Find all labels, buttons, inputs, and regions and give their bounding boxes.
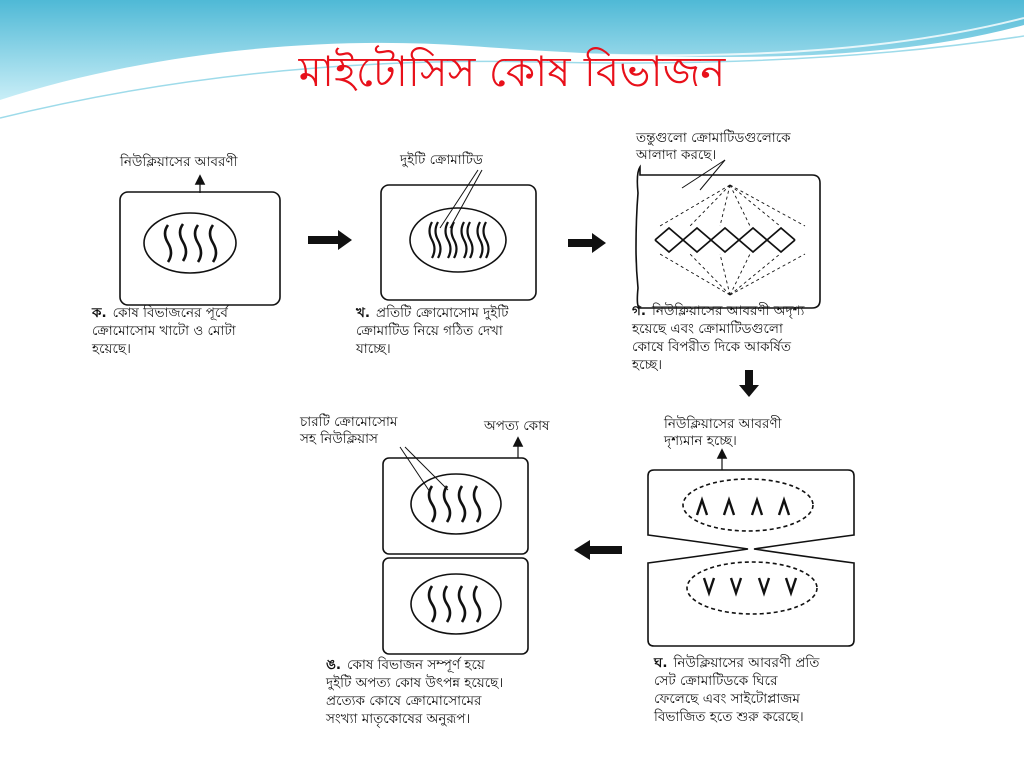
label-nuclear-envelope-a: নিউক্লিয়াসের আবরণী: [120, 154, 238, 170]
caption-stage-e: ঙ.কোষ বিভাজন সম্পূর্ণ হয়ে দুইটি অপত্য ক…: [326, 656, 503, 728]
arrow-right-2: [568, 233, 606, 253]
stage-e-cells: [382, 436, 529, 655]
caption-text: প্রতিটি ক্রোমোসোম দুইটি ক্রোমাটিড নিয়ে …: [356, 305, 509, 357]
header-wave-line: [0, 17, 1024, 109]
caption-letter: ক.: [92, 305, 107, 321]
label-nucleus-four-chromosomes: চারটি ক্রোমোসোম সহ নিউক্লিয়াস: [300, 414, 398, 447]
stage-d-cell: [647, 448, 855, 647]
caption-letter: ঘ.: [654, 655, 668, 671]
slide-title: মাইটোসিস কোষ বিভাজন: [298, 47, 726, 96]
caption-text: নিউক্লিয়াসের আবরণী অদৃশ্য হয়েছে এবং ক্…: [632, 303, 805, 373]
stage-a-cell: [119, 174, 281, 306]
label-daughter-cell: অপত্য কোষ: [484, 418, 550, 434]
header-wave: [0, 0, 1024, 100]
header-wave-line: [0, 35, 1024, 119]
label-nuclear-envelope-d: নিউক্লিয়াসের আবরণী দৃশ্যমান হচ্ছে।: [664, 416, 782, 449]
diagram-panel: [78, 130, 948, 730]
caption-letter: গ.: [632, 303, 646, 319]
caption-stage-c: গ.নিউক্লিয়াসের আবরণী অদৃশ্য হয়েছে এবং …: [632, 302, 804, 374]
label-spindle-fibres: তন্তুগুলো ক্রোমাটিডগুলোকে আলাদা করছে।: [636, 130, 791, 163]
arrow-left: [574, 540, 622, 560]
caption-text: কোষ বিভাজনের পূর্বে ক্রোমোসোম খাটো ও মোট…: [92, 305, 236, 357]
stage-b-cell: [380, 169, 537, 301]
caption-text: কোষ বিভাজন সম্পূর্ণ হয়ে দুইটি অপত্য কোষ…: [326, 657, 504, 727]
caption-text: নিউক্লিয়াসের আবরণী প্রতি সেট ক্রোমাটিডক…: [654, 655, 820, 725]
flow-arrows: [308, 230, 759, 560]
arrow-down: [739, 370, 759, 397]
label-two-chromatids: দুইটি ক্রোমাটিড: [400, 152, 483, 168]
caption-stage-a: ক.কোষ বিভাজনের পূর্বে ক্রোমোসোম খাটো ও ম…: [92, 304, 236, 358]
stage-c-cell: [635, 159, 821, 309]
caption-stage-b: খ.প্রতিটি ক্রোমোসোম দুইটি ক্রোমাটিড নিয়…: [356, 304, 508, 358]
caption-letter: ঙ.: [326, 657, 342, 673]
caption-letter: খ.: [356, 305, 370, 321]
caption-stage-d: ঘ.নিউক্লিয়াসের আবরণী প্রতি সেট ক্রোমাটি…: [654, 654, 819, 726]
arrow-right-1: [308, 230, 352, 250]
